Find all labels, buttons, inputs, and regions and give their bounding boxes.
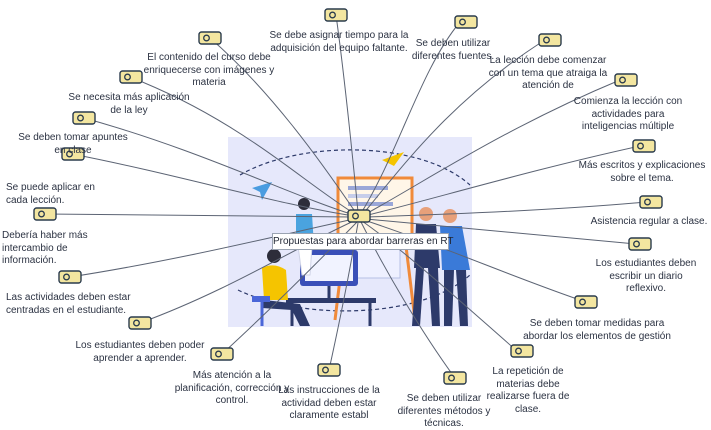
connector-n15: [139, 219, 357, 324]
node-label-n5: Se necesita más aplicación de la ley: [68, 92, 190, 116]
tag-icon-n16: [510, 344, 534, 358]
tag-icon-n19: [443, 371, 467, 385]
tag-icon-n7: [72, 111, 96, 125]
connector-n3: [209, 37, 357, 214]
connector-n1: [335, 14, 359, 213]
center-tag-icon: [347, 209, 371, 223]
tag-icon-n18: [317, 363, 341, 377]
tag-icon-n11: [33, 207, 57, 221]
connector-n8: [363, 145, 641, 217]
connector-n11: [44, 213, 353, 218]
node-label-n4: La lección debe comenzar con un tema que…: [488, 55, 608, 91]
tag-icon-n2: [454, 15, 478, 29]
node-label-n15: Los estudiantes deben poder aprender a a…: [75, 340, 205, 364]
node-label-n9: Se puede aplicar en cada lección.: [6, 182, 95, 206]
node-label-n8: Más escritos y explicaciones sobre el te…: [578, 160, 706, 184]
tag-icon-n12: [628, 237, 652, 251]
connector-n7: [83, 117, 355, 216]
node-label-n18: Las instrucciones de la actividad deben …: [278, 385, 380, 421]
connector-n12: [365, 218, 637, 245]
connector-n6: [361, 79, 621, 217]
connector-n5: [129, 76, 356, 215]
tag-icon-n6: [614, 73, 638, 87]
node-label-n12: Los estudiantes deben escribir un diario…: [595, 258, 697, 294]
connector-n4: [361, 39, 546, 216]
central-topic: Propuestas para abordar barreras en RT: [272, 233, 453, 250]
tag-icon-n9: [61, 147, 85, 161]
tag-icon-n13: [58, 270, 82, 284]
connector-n13: [69, 218, 355, 278]
node-label-n2: Se deben utilizar diferentes fuentes.: [411, 38, 495, 62]
node-label-n3: El contenido del curso debe enriquecerse…: [143, 52, 275, 88]
tag-icon-n5: [119, 70, 143, 84]
node-label-n1: Se debe asignar tiempo para la adquisici…: [269, 30, 409, 54]
connector-n2: [359, 21, 461, 216]
tag-icon-n8: [632, 139, 656, 153]
tag-icon-n15: [128, 316, 152, 330]
tag-icon-n1: [324, 8, 348, 22]
node-label-n10: Asistencia regular a clase.: [590, 216, 708, 227]
connector-n9: [71, 153, 355, 217]
connector-n10: [365, 201, 647, 218]
node-label-n13: Las actividades deben estar centradas en…: [6, 292, 131, 316]
node-label-n16: La repetición de materias debe realizars…: [486, 366, 570, 415]
tag-icon-n17: [210, 347, 234, 361]
tag-icon-n14: [574, 295, 598, 309]
tag-icon-n4: [538, 33, 562, 47]
tag-icon-n10: [639, 195, 663, 209]
node-label-n6: Comienza la lección con actividades para…: [573, 96, 683, 132]
connector-n14: [363, 219, 587, 303]
node-label-n17: Más atención a la planificación, correcc…: [174, 370, 290, 406]
node-label-n14: Se deben tomar medidas para abordar los …: [523, 318, 671, 342]
node-label-n7: Se deben tomar apuntes en clase: [18, 132, 128, 156]
node-label-n11: Debería haber más intercambio de informa…: [2, 230, 88, 266]
node-label-n19: Se deben utilizar diferentes métodos y t…: [397, 393, 491, 429]
tag-icon-n3: [198, 31, 222, 45]
